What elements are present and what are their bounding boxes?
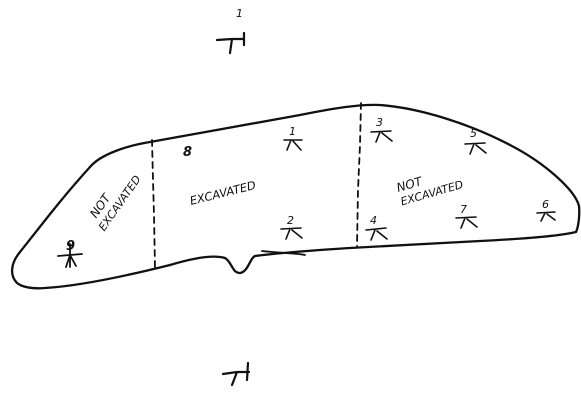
marker-1-burst-icon [283, 139, 303, 151]
site-outline [10, 103, 581, 290]
marker-8: 8 [183, 145, 192, 160]
top-survey-point: 1 [215, 7, 246, 55]
marker-1: 1 [283, 125, 303, 151]
bottom-survey-point [221, 361, 251, 387]
marker-2-label: 2 [287, 214, 294, 227]
marker-5: 5 [464, 127, 487, 155]
marker-8-label: 8 [183, 145, 192, 160]
marker-3-label: 3 [376, 116, 383, 129]
marker-6-burst-icon [536, 211, 556, 222]
top-survey-symbol [215, 31, 246, 55]
marker-4-burst-icon [365, 227, 388, 241]
marker-3: 3 [370, 116, 393, 143]
marker-7-label: 7 [460, 203, 467, 216]
right-region-label: NOT EXCAVATED [395, 174, 465, 208]
bottom-survey-symbol [221, 361, 251, 387]
marker-9-burst-icon [57, 243, 83, 268]
marker-9: 9 [57, 239, 83, 268]
marker-4-label: 4 [370, 214, 377, 227]
marker-6-label: 6 [542, 198, 549, 211]
marker-7-burst-icon [455, 216, 478, 229]
left-region-label: NOT EXCAVATED [87, 173, 144, 233]
top-survey-point-label: 1 [236, 7, 243, 20]
middle-region-label: EXCAVATED [188, 178, 257, 208]
marker-1-label: 1 [289, 125, 296, 138]
marker-2: 2 [280, 214, 303, 240]
marker-3-burst-icon [370, 130, 393, 143]
marker-6: 6 [536, 198, 556, 222]
marker-5-burst-icon [464, 142, 487, 155]
right-boundary [356, 102, 362, 247]
marker-7: 7 [455, 203, 478, 229]
marker-4: 4 [365, 214, 388, 241]
outline-return-stroke [261, 250, 306, 256]
marker-5-label: 5 [470, 127, 477, 140]
left-boundary [151, 139, 156, 269]
marker-2-burst-icon [280, 227, 303, 240]
